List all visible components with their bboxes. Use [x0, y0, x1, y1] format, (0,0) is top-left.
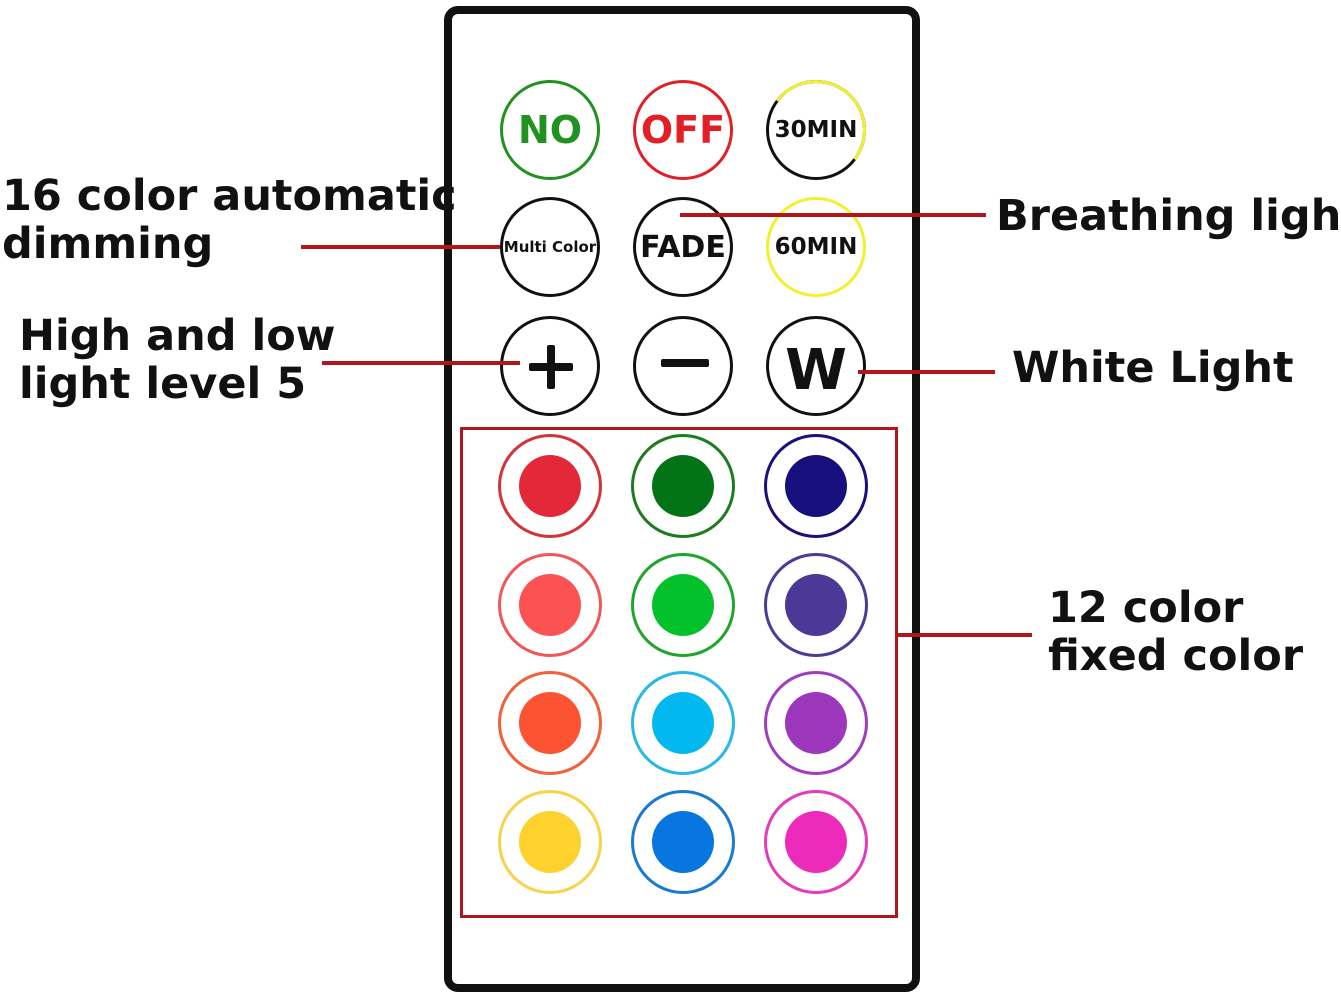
brightness-down-button[interactable] — [633, 316, 733, 416]
color-button-magenta[interactable] — [764, 790, 868, 894]
leader-line-breathing — [680, 213, 986, 217]
leader-line-fixed-colors — [898, 633, 1032, 637]
color-button-yellow[interactable] — [498, 790, 602, 894]
on-button[interactable]: NO — [500, 80, 600, 180]
timer-30min-button[interactable]: 30MIN — [766, 80, 866, 180]
color-swatch — [785, 692, 847, 754]
callout-breathing-light: Breathing light — [996, 191, 1341, 241]
color-button-indigo[interactable] — [764, 553, 868, 657]
leader-line-multi-color — [301, 245, 500, 249]
multi-color-button[interactable]: Multi Color — [500, 197, 600, 297]
color-swatch — [652, 811, 714, 873]
plus-icon-vertical — [547, 345, 555, 389]
color-button-light-red[interactable] — [498, 553, 602, 657]
color-button-sky-blue[interactable] — [631, 671, 735, 775]
white-light-label: W — [785, 337, 847, 403]
color-button-orange[interactable] — [498, 671, 602, 775]
color-button-purple[interactable] — [764, 671, 868, 775]
color-swatch — [785, 455, 847, 517]
color-swatch — [785, 811, 847, 873]
timer-60min-label: 60MIN — [774, 234, 858, 260]
leader-line-white — [858, 370, 995, 374]
on-button-label: NO — [517, 108, 583, 152]
color-button-green[interactable] — [631, 553, 735, 657]
color-swatch — [652, 692, 714, 754]
color-swatch — [652, 455, 714, 517]
color-grid-highlight-frame — [460, 427, 898, 918]
callout-white-light: White Light — [1012, 343, 1294, 393]
callout-multi-color: 16 color automatic dimming — [2, 171, 457, 269]
color-button-red[interactable] — [498, 434, 602, 538]
fade-label: FADE — [640, 229, 726, 265]
color-swatch — [519, 574, 581, 636]
color-button-navy[interactable] — [764, 434, 868, 538]
color-swatch — [785, 574, 847, 636]
leader-line-brightness — [322, 361, 520, 365]
fade-button[interactable]: FADE — [633, 197, 733, 297]
color-button-dark-green[interactable] — [631, 434, 735, 538]
color-button-blue[interactable] — [631, 790, 735, 894]
color-swatch — [652, 574, 714, 636]
callout-fixed-colors: 12 color fixed color — [1048, 583, 1304, 681]
brightness-up-button[interactable] — [500, 316, 600, 416]
color-swatch — [519, 692, 581, 754]
color-swatch — [519, 455, 581, 517]
white-light-button[interactable]: W — [766, 316, 866, 416]
callout-brightness: High and low light level 5 — [19, 311, 336, 409]
off-button-label: OFF — [640, 108, 726, 152]
multi-color-label: Multi Color — [503, 238, 597, 256]
timer-30min-label: 30MIN — [774, 117, 858, 143]
timer-60min-button[interactable]: 60MIN — [766, 197, 866, 297]
off-button[interactable]: OFF — [633, 80, 733, 180]
minus-icon — [661, 359, 709, 367]
color-swatch — [519, 811, 581, 873]
